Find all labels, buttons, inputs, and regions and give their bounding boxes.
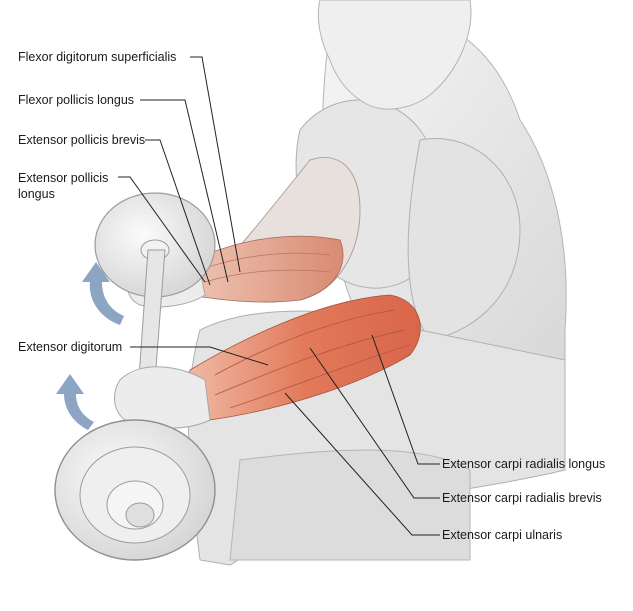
- label-extensor-carpi-radialis-longus: Extensor carpi radialis longus: [442, 457, 606, 471]
- label-flexor-digitorum-superficialis: Flexor digitorum superficialis: [18, 50, 177, 64]
- front-hand: [114, 366, 211, 429]
- leader-extensor-carpi-radialis-longus: [371, 334, 440, 465]
- leader-lines: [118, 56, 440, 536]
- head: [317, 0, 472, 110]
- leader-flexor-pollicis-longus: [140, 99, 229, 283]
- leader-extensor-digitorum: [130, 346, 269, 366]
- label-flexor-pollicis-longus: Flexor pollicis longus: [18, 93, 135, 107]
- leader-extensor-carpi-ulnaris: [284, 392, 440, 536]
- leader-flexor-digitorum-superficialis: [190, 56, 241, 273]
- label-extensor-carpi-radialis-brevis: Extensor carpi radialis brevis: [442, 491, 602, 505]
- leader-extensor-pollicis-brevis: [145, 139, 211, 286]
- label-extensor-carpi-ulnaris: Extensor carpi ulnaris: [442, 528, 563, 542]
- front-weight-plate: [54, 419, 216, 561]
- label-extensor-digitorum: Extensor digitorum: [18, 340, 123, 354]
- label-extensor-pollicis-brevis: Extensor pollicis brevis: [18, 133, 146, 147]
- motion-arrow-upper: [82, 262, 124, 325]
- leader-extensor-carpi-radialis-brevis: [309, 347, 440, 499]
- leader-extensor-pollicis-longus: [118, 176, 206, 283]
- label-extensor-pollicis-longus: Extensor pollicis longus: [18, 171, 109, 201]
- motion-arrow-lower: [56, 374, 94, 430]
- back-forearm-muscles: [184, 235, 344, 303]
- front-forearm-muscles: [187, 294, 421, 421]
